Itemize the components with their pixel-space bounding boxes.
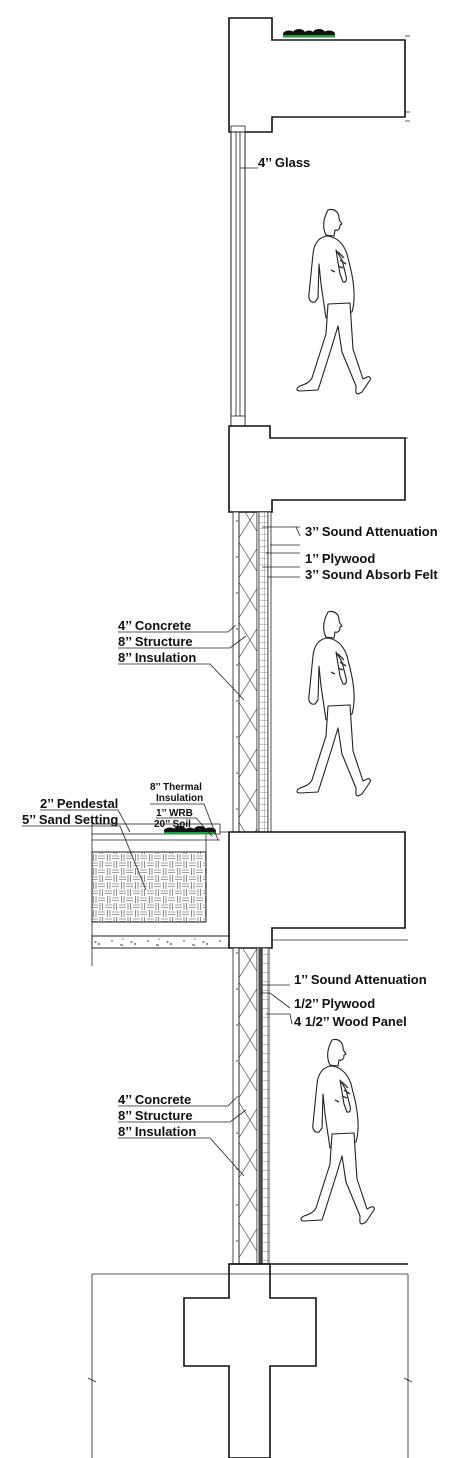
glass-label: 4’’ Glass [258, 155, 310, 170]
lower-wood-panel-label: 4 1/2’’ Wood Panel [294, 1014, 407, 1029]
slab-level-2 [228, 425, 408, 513]
lower-insulation-label: 8’’ Insulation [118, 1124, 196, 1139]
top-slab [228, 17, 410, 133]
upper-sound-attenuation-label: 3’’ Sound Attenuation [305, 524, 438, 539]
upper-felt-label: 3’’ Sound Absorb Felt [305, 567, 438, 582]
lower-sound-attenuation-label: 1’’ Sound Attenuation [294, 972, 427, 987]
upper-plywood-label: 1’’ Plywood [305, 551, 375, 566]
lower-wall-assembly: 1’’ Sound Attenuation 1/2’’ Plywood 4 1/… [118, 947, 427, 1265]
bottom-slab-and-column [87, 1263, 413, 1458]
upper-wall-assembly: 3’’ Sound Attenuation 1’’ Plywood 3’’ So… [118, 511, 438, 833]
slab-level-3 [220, 831, 408, 949]
balcony-assembly: 2’’ Pendestal 5’’ Sand Setting 8’’ Therm… [22, 782, 230, 966]
pedestal-label: 2’’ Pendestal [40, 796, 118, 811]
thermal-insulation-label-1: 8’’ Thermal [150, 782, 202, 793]
lower-structure-label: 8’’ Structure [118, 1108, 193, 1123]
upper-insulation-label: 8’’ Insulation [118, 650, 196, 665]
thermal-insulation-label-2: Insulation [156, 793, 203, 804]
upper-concrete-label: 4’’ Concrete [118, 618, 191, 633]
lower-plywood-label: 1/2’’ Plywood [294, 996, 375, 1011]
lower-concrete-label: 4’’ Concrete [118, 1092, 191, 1107]
upper-structure-label: 8’’ Structure [118, 634, 193, 649]
sand-setting-label: 5’’ Sand Setting [22, 812, 118, 827]
glass-panel: 4’’ Glass [230, 131, 310, 427]
soil-label: 20’’ Soil [154, 819, 191, 830]
wrb-label: 1’’ WRB [156, 808, 193, 819]
